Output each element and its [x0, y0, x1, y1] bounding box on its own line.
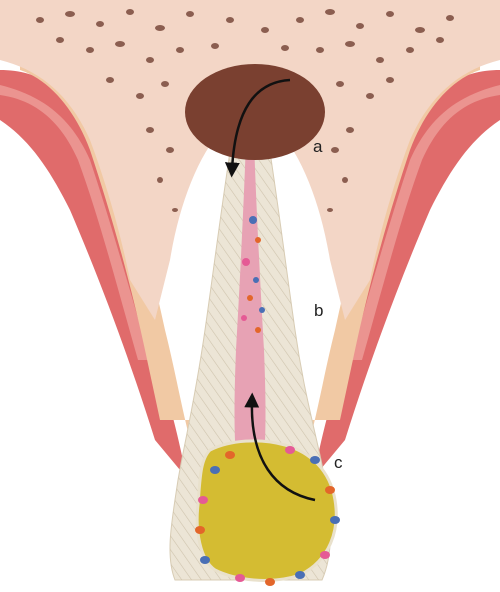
label-c: c	[334, 453, 343, 472]
label-a: a	[313, 137, 323, 156]
abscess	[185, 64, 325, 160]
label-b: b	[314, 301, 323, 320]
